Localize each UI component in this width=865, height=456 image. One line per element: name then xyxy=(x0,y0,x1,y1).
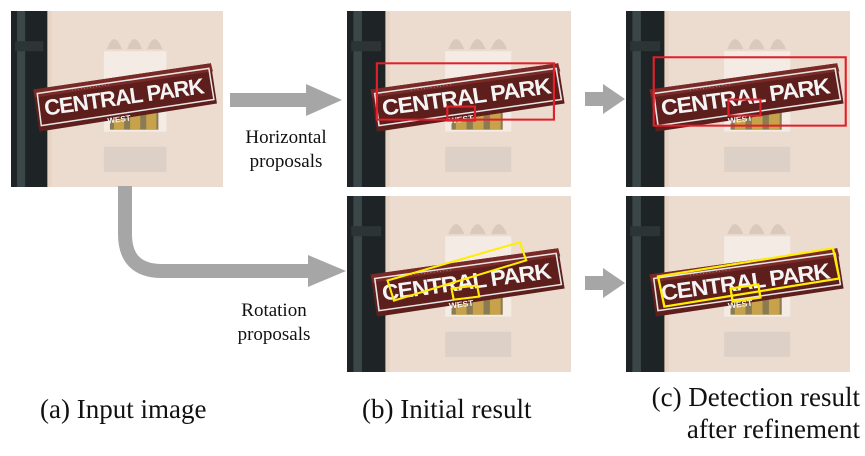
initial-result-rotation-image xyxy=(347,196,571,372)
refine-rotation-arrow xyxy=(585,268,625,298)
horizontal-label-line1: Horizontal xyxy=(245,127,327,148)
caption-c-line1: (c) Detection result xyxy=(651,382,860,412)
input-image xyxy=(11,11,223,187)
horizontal-label-line2: proposals xyxy=(249,151,323,172)
refine-horizontal-arrow xyxy=(585,84,625,114)
horizontal-proposals-arrow xyxy=(230,84,342,116)
rotation-proposals-label: Rotation proposals xyxy=(212,299,336,347)
caption-c: (c) Detection result after refinement xyxy=(600,381,860,445)
caption-a: (a) Input image xyxy=(40,394,207,424)
rotation-label-line1: Rotation xyxy=(241,300,307,321)
horizontal-proposals-label: Horizontal proposals xyxy=(232,126,340,174)
refined-result-horizontal-image xyxy=(626,11,850,187)
rotation-label-line2: proposals xyxy=(237,324,311,345)
refined-result-rotation-image xyxy=(626,196,850,372)
initial-result-horizontal-image xyxy=(347,11,571,187)
rotation-box-west-refined xyxy=(729,283,762,303)
caption-c-line2: after refinement xyxy=(686,414,860,444)
rotation-box-text xyxy=(386,241,528,302)
caption-b: (b) Initial result xyxy=(362,394,532,424)
rotation-proposals-arrow xyxy=(118,186,346,287)
horizontal-box-west xyxy=(446,105,477,122)
horizontal-box-west-refined xyxy=(727,98,762,117)
horizontal-box-text-refined xyxy=(652,56,847,127)
rotation-box-text-refined xyxy=(656,247,841,308)
rotation-box-west xyxy=(450,284,481,301)
